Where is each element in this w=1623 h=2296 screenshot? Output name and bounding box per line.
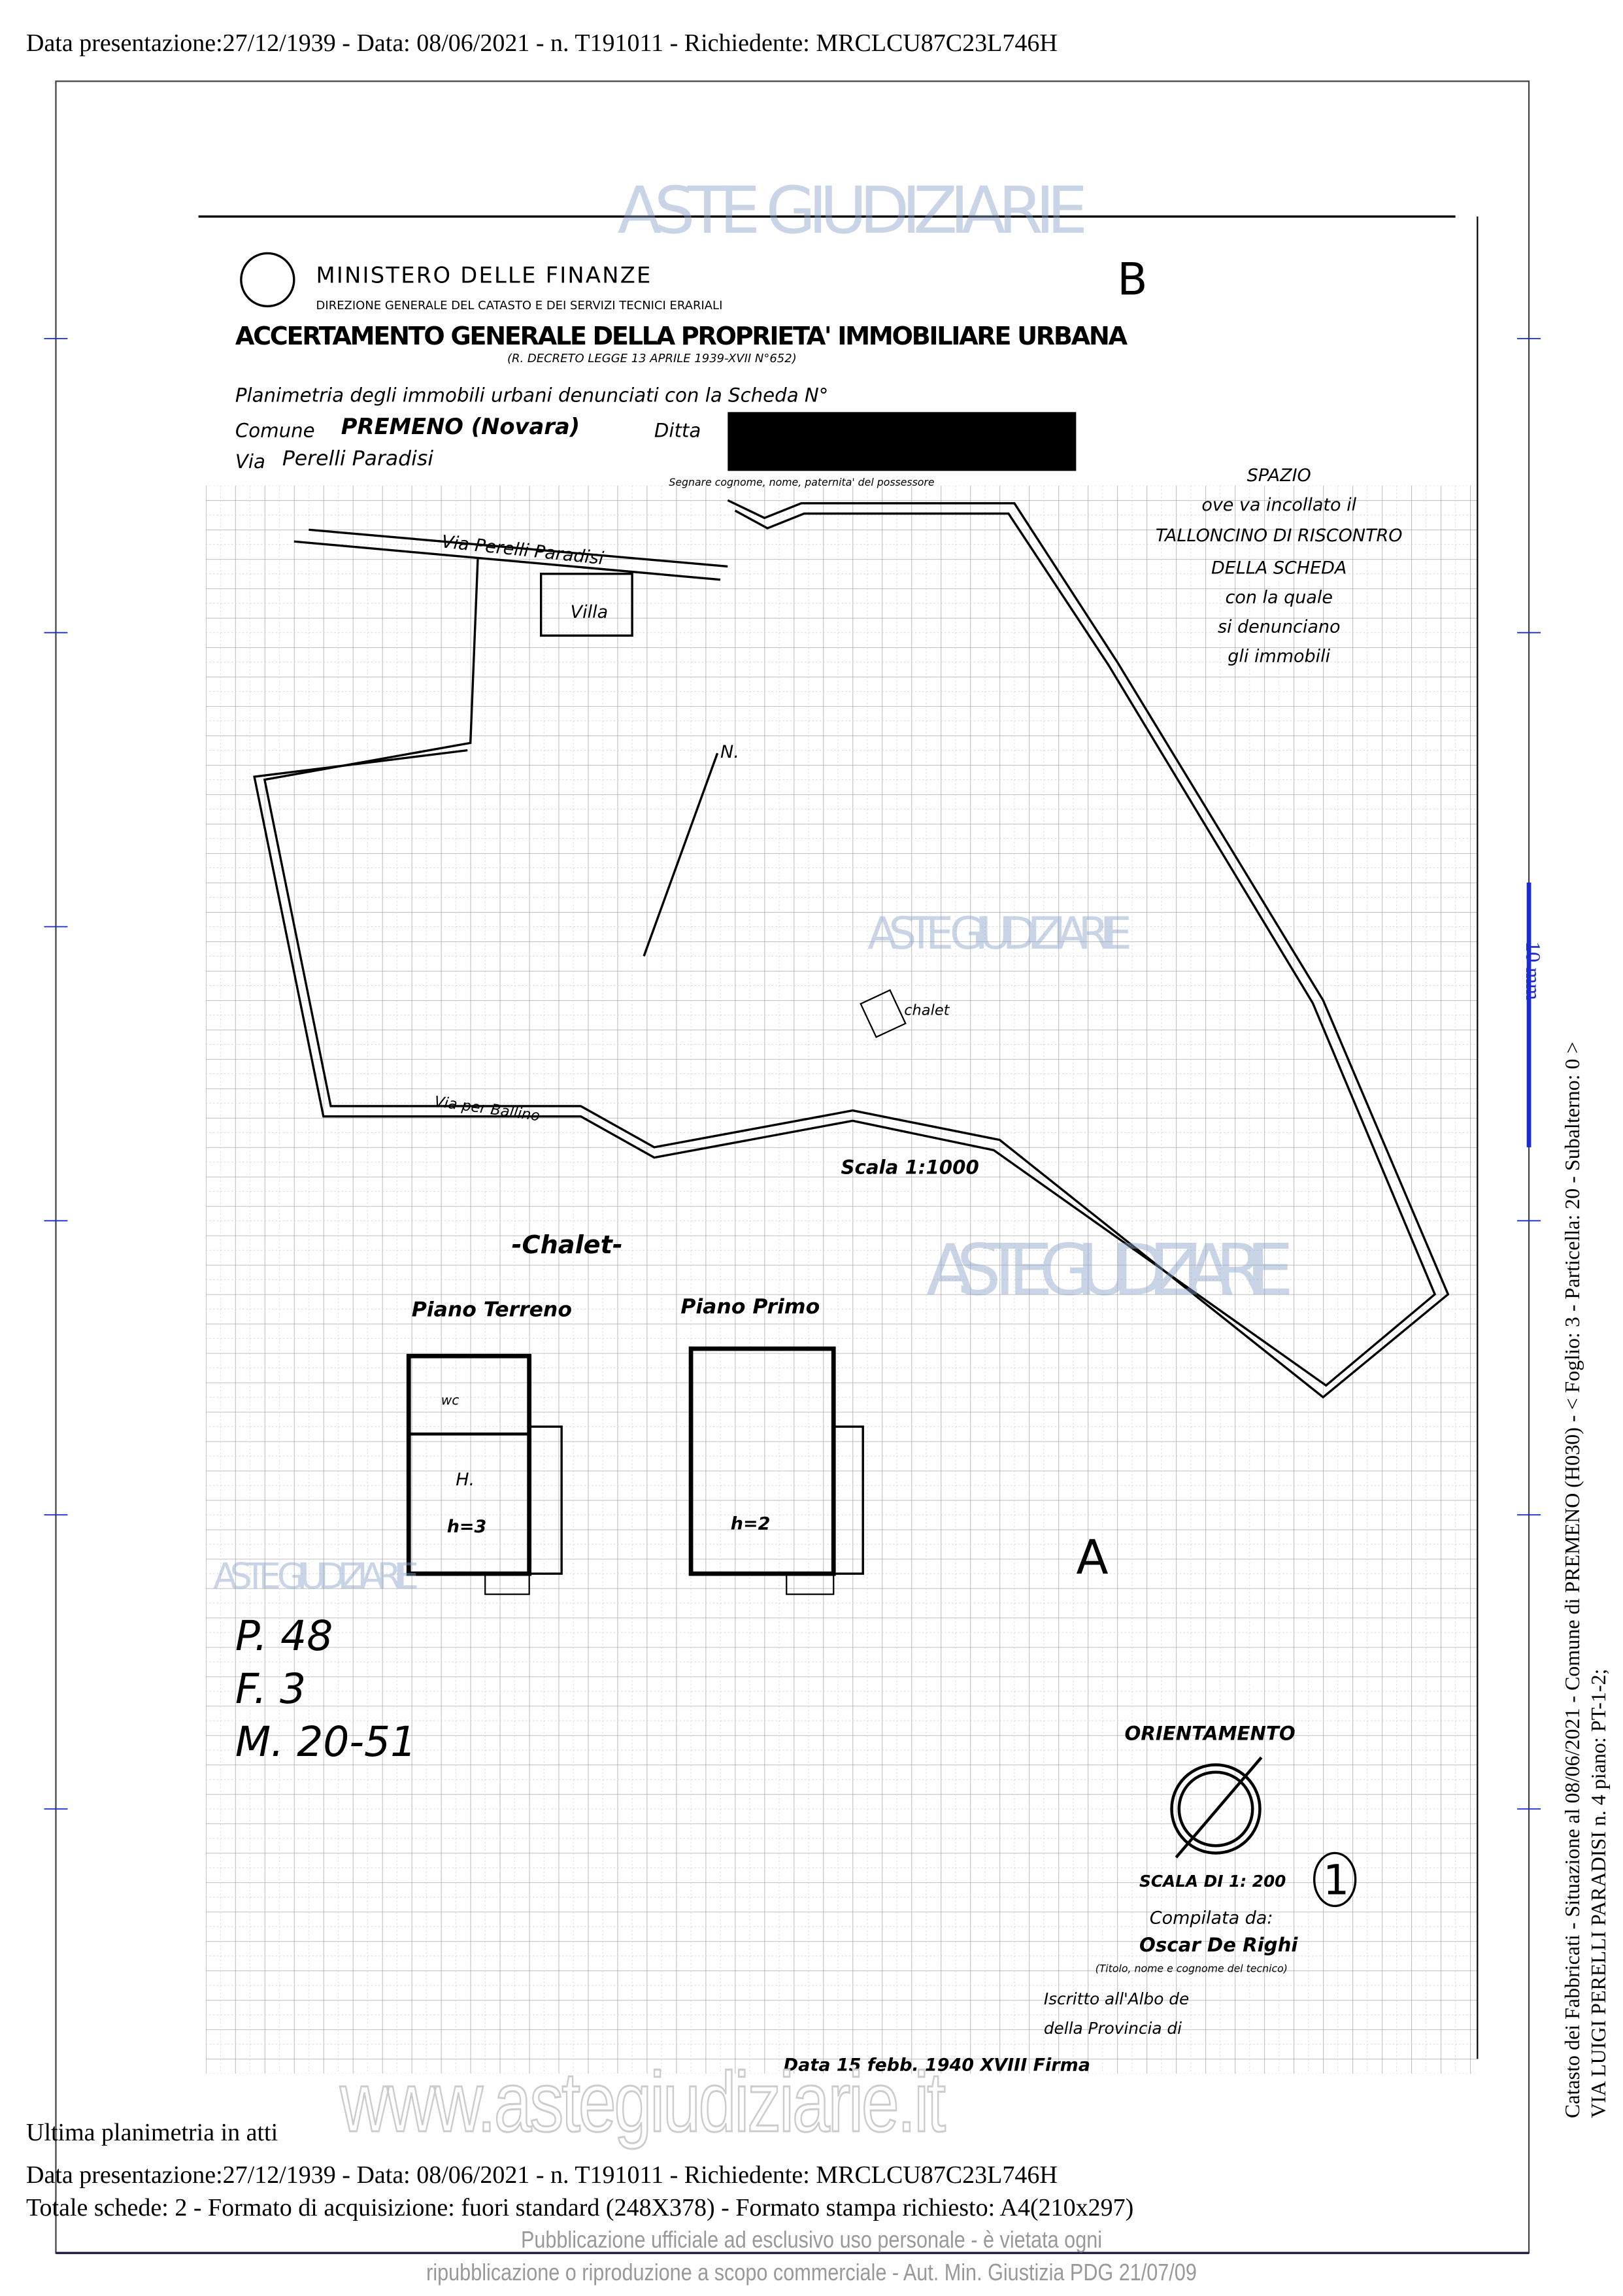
ditta-label: Ditta (654, 420, 701, 442)
emblem-icon (240, 252, 295, 308)
orientation-compass-icon (1170, 1756, 1263, 1859)
scale-bar-label: 10 mm (1522, 941, 1545, 1000)
chalet-title: -Chalet- (512, 1231, 623, 1260)
handwritten-f: F. 3 (235, 1665, 306, 1713)
svg-text:ove va incollato il: ove va incollato il (1201, 495, 1356, 515)
notice-line-1: Pubblicazione ufficiale ad esclusivo uso… (520, 2226, 1103, 2253)
decree: (R. DECRETO LEGGE 13 APRILE 1939-XVII N°… (507, 352, 797, 365)
side-line-1: Catasto dei Fabbricati - Situazione al 0… (1560, 1041, 1584, 2118)
height-ground: h=3 (447, 1517, 487, 1537)
site-boundary (253, 499, 1450, 1399)
chalet-building (860, 989, 907, 1038)
redacted-owner (728, 412, 1077, 471)
notice-line-2: ripubblicazione o riproduzione a scopo c… (426, 2259, 1197, 2286)
svg-text:si denunciano: si denunciano (1218, 617, 1341, 637)
first-floor-plan (688, 1346, 864, 1595)
svg-text:gli immobili: gli immobili (1228, 647, 1330, 667)
mark-a: A (1076, 1530, 1108, 1585)
footer-line-1: Data presentazione:27/12/1939 - Data: 08… (26, 2161, 1058, 2189)
ultima-planimetria: Ultima planimetria in atti (26, 2119, 278, 2146)
side-catasto-info: Catasto dei Fabbricati - Situazione al 0… (1559, 1041, 1611, 2118)
url-watermark: www.astegiudiziarie.it (339, 2053, 946, 2151)
north-arrow (643, 752, 719, 957)
provincia-label: della Provincia di (1044, 2019, 1182, 2038)
comune-label: Comune (235, 420, 315, 442)
footer-line-2: Totale schede: 2 - Formato di acquisizio… (26, 2194, 1134, 2221)
talloncino-note: SPAZIO ove va incollato il TALLONCINO DI… (1156, 465, 1403, 667)
scala-label: SCALA DI 1: 200 (1139, 1872, 1286, 1891)
via-value: Perelli Paradisi (282, 447, 433, 470)
compilata-label: Compilata da: (1150, 1908, 1273, 1928)
header-line: Data presentazione:27/12/1939 - Data: 08… (26, 29, 1058, 57)
handwritten-p: P. 48 (235, 1612, 333, 1660)
comune-value: PREMENO (Novara) (341, 414, 580, 439)
planimetria-label: Planimetria degli immobili urbani denunc… (235, 384, 829, 407)
svg-text:con la quale: con la quale (1226, 588, 1333, 608)
owner-note: Segnare cognome, nome, paternita' del po… (669, 476, 934, 488)
room-wc: wc (441, 1392, 460, 1408)
room-main: H. (456, 1470, 475, 1490)
chalet-map-label: chalet (904, 1002, 950, 1019)
data-firma: Data 15 febb. 1940 XVIII Firma (784, 2055, 1090, 2075)
floor-first-label: Piano Primo (680, 1295, 820, 1319)
svg-text:ASTE GIUDIZIARIE: ASTE GIUDIZIARIE (618, 173, 1088, 248)
iscritto-label: Iscritto all'Albo de (1044, 1989, 1189, 2008)
aste-watermark: ASTE GIUDIZIARIE ASTE GIUDIZIARIE ASTE G… (213, 173, 1294, 1597)
height-first: h=2 (731, 1514, 771, 1534)
svg-text:ASTE GIUDIZIARIE: ASTE GIUDIZIARIE (213, 1556, 419, 1597)
corner-mark: B (1117, 253, 1147, 305)
handwritten-m: M. 20-51 (235, 1718, 416, 1766)
villa-building (539, 573, 633, 637)
ground-floor-plan (406, 1353, 563, 1595)
orientamento-label: ORIENTAMENTO (1125, 1722, 1296, 1744)
svg-text:SPAZIO: SPAZIO (1247, 465, 1311, 486)
direction: DIREZIONE GENERALE DEL CATASTO E DEI SER… (316, 299, 723, 312)
sheet-title: ACCERTAMENTO GENERALE DELLA PROPRIETA' I… (235, 322, 1128, 351)
compiler-name: Oscar De Righi (1139, 1934, 1298, 1956)
side-line-2: VIA LUIGI PERELLI PARADISI n. 4 piano: P… (1586, 1668, 1610, 2118)
compiler-note: (Titolo, nome e cognome del tecnico) (1096, 1963, 1288, 1975)
north-label: N. (720, 742, 739, 762)
svg-text:DELLA SCHEDA: DELLA SCHEDA (1211, 558, 1347, 579)
svg-text:ASTE GIUDIZIARIE: ASTE GIUDIZIARIE (867, 907, 1132, 959)
villa-label: Villa (571, 602, 608, 622)
floor-ground-label: Piano Terreno (412, 1298, 572, 1322)
circled-number: 1 (1323, 1856, 1349, 1904)
ministry: MINISTERO DELLE FINANZE (316, 262, 652, 288)
svg-text:ASTE GIUDIZIARIE: ASTE GIUDIZIARIE (926, 1230, 1294, 1311)
via-label: Via (235, 450, 265, 473)
svg-text:TALLONCINO DI RISCONTRO: TALLONCINO DI RISCONTRO (1156, 526, 1403, 546)
scale-1000: Scala 1:1000 (841, 1156, 979, 1178)
